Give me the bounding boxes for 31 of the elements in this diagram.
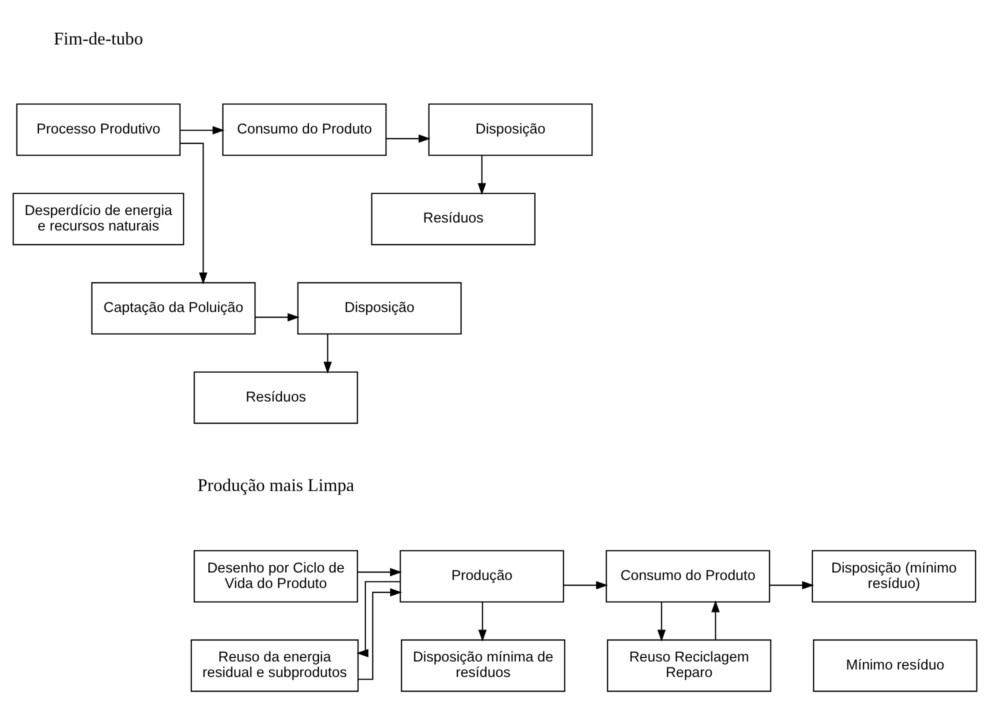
node-box: Produção [400,550,564,602]
arrow [356,581,400,658]
arrow [478,602,487,642]
arrow [358,568,402,576]
arrow [770,581,814,590]
arrow [324,334,332,374]
arrow [255,313,300,322]
node-box: Reuso Reciclagem Reparo [606,639,772,692]
node-box: Processo Produtivo [16,104,181,156]
node-box: Disposição [297,282,462,335]
label: Fim-de-tubo [54,28,144,49]
node-box: Mínimo resíduo [813,639,978,692]
arrow [657,602,666,642]
arrow [478,156,486,196]
arrow [564,581,608,590]
node-box: Resíduos [194,371,358,424]
node-box: Disposição (mínimo resíduo) [812,550,976,602]
node-box: Consumo do Produto [606,550,770,602]
node-box: Reuso da energia residual e subprodutos [190,639,359,692]
node-box: Desperdício de energia e recursos naturais [12,192,184,246]
node-box: Desenho por Ciclo de Vida do Produto [194,550,358,602]
arrow [386,134,431,143]
node-box: Disposição mínima de resíduos [400,639,566,692]
node-box: Captação da Poluição [91,282,256,335]
label: Produção mais Limpa [197,475,354,496]
node-box: Disposição [428,104,593,156]
node-box: Resíduos [371,192,536,246]
arrow [711,600,720,640]
node-box: Consumo do Produto [222,104,387,156]
arrow [180,142,208,284]
arrow [180,126,225,134]
